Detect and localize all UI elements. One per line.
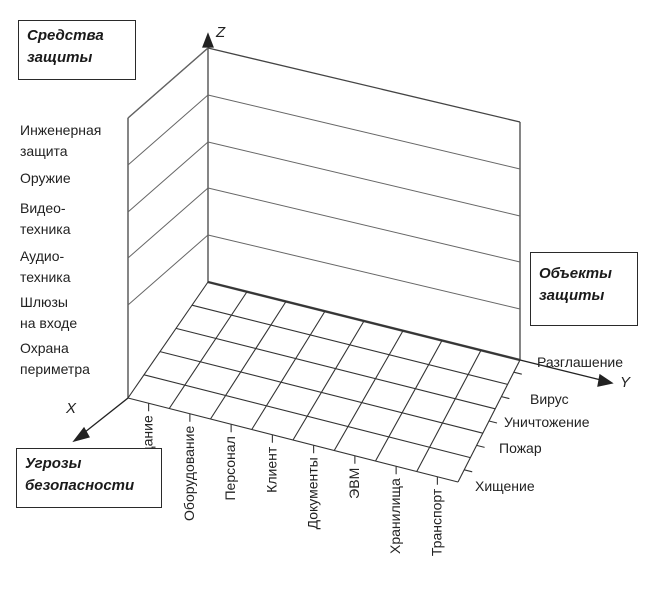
y-axis-label: Y: [620, 374, 631, 391]
threat-item-disclosure: Разглашение: [537, 354, 624, 370]
means-item-video: Видео-техника: [20, 200, 71, 237]
back-wall-line: [207, 234, 521, 310]
x-axis-arrowhead: [72, 426, 90, 443]
back-wall-line: [207, 141, 521, 217]
threat-tick: [488, 420, 498, 424]
z-axis-label: Z: [216, 24, 226, 41]
means-box-line: защиты: [27, 49, 93, 66]
object-label: Хранилища: [387, 478, 403, 554]
object-label: Транспорт: [428, 488, 444, 556]
floor-grid-line: [210, 301, 287, 420]
threats-box-line: безопасности: [25, 477, 135, 494]
objects-box-line: защиты: [539, 287, 605, 304]
y-axis-arrowhead: [597, 373, 614, 387]
threat-item-fire: Пожар: [499, 440, 542, 456]
security-threats-box: Угрозы безопасности: [16, 448, 162, 508]
floor-grid-line: [292, 320, 365, 441]
floor-grid-line: [168, 291, 248, 409]
means-item-weapons: Оружие: [20, 170, 71, 186]
z-axis-arrowhead: [202, 32, 214, 48]
object-label: Персонал: [222, 436, 238, 500]
y-axis-line: [519, 359, 606, 382]
means-item-audio: Аудио-техника: [20, 248, 71, 285]
threat-item-theft: Хищение: [475, 478, 535, 494]
floor-grid-line: [251, 310, 326, 430]
left-wall-line: [127, 141, 209, 213]
protected-objects-box: Объекты защиты: [530, 252, 638, 326]
left-wall-line: [127, 94, 209, 166]
object-label: Оборудование: [181, 426, 197, 521]
floor-grid-line: [127, 281, 209, 399]
floor-grid-line: [175, 327, 496, 410]
left-wall-line: [127, 187, 209, 259]
threats-box-line: Угрозы: [25, 455, 82, 472]
means-of-protection-box: Средства защиты: [18, 20, 136, 80]
floor-grid-line: [127, 397, 459, 483]
threat-item-virus: Вирус: [530, 391, 569, 407]
threat-tick: [513, 371, 522, 375]
x-axis-line: [79, 397, 129, 437]
back-wall-line: [207, 187, 521, 263]
floor-grid-line: [159, 351, 483, 434]
object-label: ЭВМ: [346, 468, 362, 499]
threat-item-destruction: Уничтожение: [504, 414, 590, 430]
x-axis-label: X: [66, 400, 77, 417]
back-wall-top-edge: [207, 47, 521, 123]
threat-tick: [501, 396, 510, 400]
floor-grid-line: [143, 374, 471, 459]
floor-grid-line: [207, 281, 521, 361]
means-box-line: Средства: [27, 27, 104, 44]
object-label: Клиент: [263, 446, 279, 493]
threat-tick: [476, 444, 485, 448]
left-wall-line: [127, 47, 209, 119]
threat-tick: [464, 469, 473, 473]
floor-grid-line: [191, 304, 508, 385]
floor-grid-line: [416, 349, 482, 472]
floor-grid-line: [333, 330, 404, 451]
object-label: Документы: [305, 457, 321, 529]
objects-box-line: Объекты: [539, 265, 612, 282]
back-wall-line: [207, 94, 521, 170]
floor-grid-line: [375, 340, 443, 462]
left-wall-line: [127, 234, 209, 306]
